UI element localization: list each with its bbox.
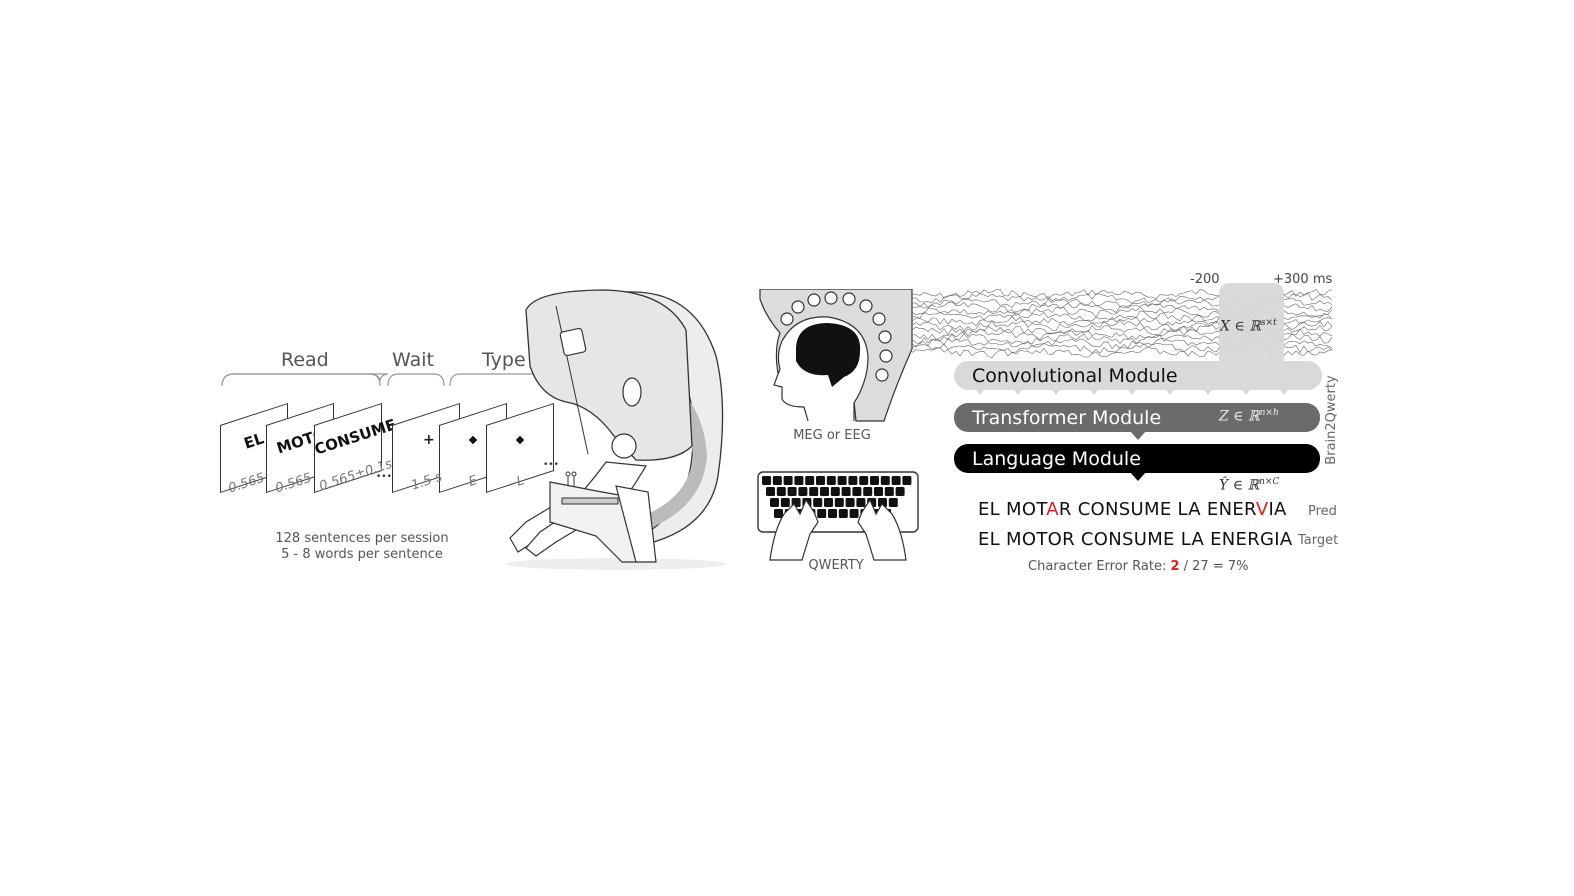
conv-pointer xyxy=(1163,386,1177,395)
keyboard-key xyxy=(820,487,829,496)
keyboard-key xyxy=(838,509,848,518)
type-ellipsis: ••• xyxy=(543,460,559,470)
input-tensor-label: X ∈ ℝs×t xyxy=(1220,318,1277,335)
keyboard-key xyxy=(902,476,912,485)
keyboard-key xyxy=(859,476,869,485)
target-label: Target xyxy=(1298,533,1339,548)
language-pointer xyxy=(1130,472,1146,481)
keyboard-key xyxy=(852,487,862,496)
keyboard-key xyxy=(848,476,858,485)
session-info: 128 sentences per session 5 - 8 words pe… xyxy=(262,531,462,563)
keyboard-label: QWERTY xyxy=(808,558,864,573)
keyboard-key xyxy=(891,476,901,485)
keyboard-key xyxy=(849,509,859,518)
keyboard-key xyxy=(798,487,808,496)
phase-read-label: Read xyxy=(281,349,329,371)
convolutional-module: Convolutional Module xyxy=(954,361,1322,390)
keyboard-key xyxy=(774,509,783,518)
prediction-label: Pred xyxy=(1308,504,1337,519)
head-sensors-illustration xyxy=(759,289,913,422)
session-info-line-1: 128 sentences per session xyxy=(275,531,449,546)
language-module: Language Module xyxy=(954,444,1320,473)
transformer-module-label: Transformer Module xyxy=(972,406,1162,429)
keyboard-key xyxy=(845,498,855,507)
transformer-pointer xyxy=(1130,431,1146,440)
convolutional-module-label: Convolutional Module xyxy=(972,364,1178,387)
window-start-time: -200 xyxy=(1190,272,1220,287)
keyboard-key xyxy=(870,476,879,485)
keyboard-key xyxy=(826,476,836,485)
keyboard-key xyxy=(878,498,887,507)
keyboard-key xyxy=(772,476,782,485)
transformer-module: Transformer Module xyxy=(954,403,1320,432)
keyboard-key xyxy=(874,487,883,496)
keyboard-key xyxy=(787,487,797,496)
conv-pointer xyxy=(1125,386,1139,395)
keyboard-key xyxy=(780,498,790,507)
conv-pointer xyxy=(1239,386,1253,395)
language-module-label: Language Module xyxy=(972,447,1141,470)
keyboard-illustration xyxy=(757,471,919,561)
conv-pointer xyxy=(1087,386,1101,395)
recording-label: MEG or EEG xyxy=(793,428,871,443)
conv-pointer xyxy=(1011,386,1025,395)
keyboard-key xyxy=(824,498,833,507)
keyboard-key xyxy=(837,476,847,485)
keyboard-key xyxy=(783,476,793,485)
keyboard-key xyxy=(794,476,804,485)
session-info-line-2: 5 - 8 words per sentence xyxy=(281,547,443,562)
conv-pointer xyxy=(1277,386,1291,395)
read-ellipsis: ••• xyxy=(376,472,392,482)
keyboard-key xyxy=(809,487,819,496)
model-name: Brain2Qwerty xyxy=(1324,375,1339,465)
keyboard-key xyxy=(884,487,894,496)
meg-scanner-illustration xyxy=(506,289,726,570)
keyboard-key xyxy=(880,476,890,485)
phase-type-label: Type xyxy=(482,349,526,371)
conv-pointers xyxy=(973,386,1291,395)
keyboard-key xyxy=(863,487,873,496)
latent-tensor-label: Z ∈ ℝn×h xyxy=(1219,408,1279,425)
phase-braces xyxy=(221,373,554,387)
keyboard-key xyxy=(766,487,775,496)
keyboard-key xyxy=(762,476,771,485)
window-end-time: +300 ms xyxy=(1273,272,1333,287)
keyboard-key xyxy=(828,509,837,518)
prediction-error-1: A xyxy=(1046,499,1059,520)
output-tensor-label: Ŷ ∈ ℝn×C xyxy=(1219,477,1280,494)
keyboard-key xyxy=(817,509,827,518)
cer-error-count: 2 xyxy=(1170,559,1180,574)
conv-pointer xyxy=(1049,386,1063,395)
keyboard-key xyxy=(830,487,840,496)
keyboard-key xyxy=(776,487,786,496)
prediction-error-2: V xyxy=(1255,499,1269,520)
conv-pointer xyxy=(973,386,987,395)
character-error-rate: Character Error Rate: 2 / 27 = 7% xyxy=(1028,559,1249,574)
keyboard-key xyxy=(856,498,866,507)
keyboard-key xyxy=(813,498,823,507)
fixation-cross-icon: + xyxy=(423,432,435,448)
keyboard-key xyxy=(770,498,779,507)
target-sentence: EL MOTOR CONSUME LA ENERGIA xyxy=(978,529,1293,550)
keyboard-key xyxy=(834,498,844,507)
keyboard-key xyxy=(841,487,851,496)
conv-pointer xyxy=(1201,386,1215,395)
keyboard-key xyxy=(895,487,905,496)
phase-wait-label: Wait xyxy=(392,349,434,371)
prediction-sentence: EL MOTAR CONSUME LA ENERVIA xyxy=(978,499,1287,520)
keyboard-key xyxy=(888,498,898,507)
keyboard-key xyxy=(816,476,825,485)
keyboard-key xyxy=(805,476,815,485)
